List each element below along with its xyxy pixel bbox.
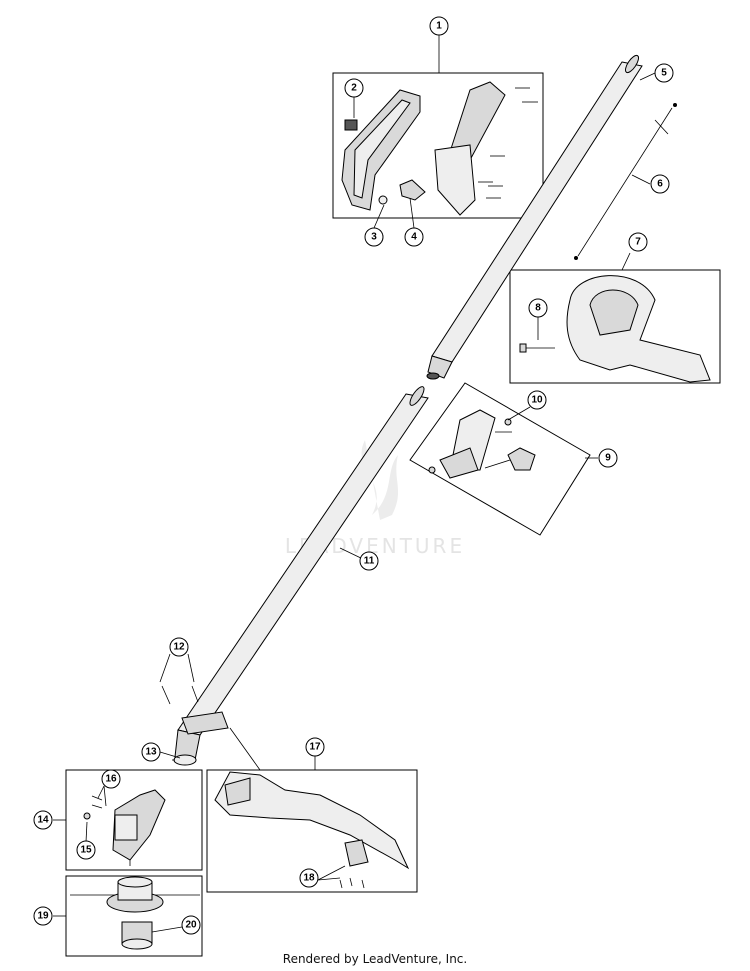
shaft-bracket	[161, 685, 229, 735]
callout-14: 14	[33, 810, 53, 830]
callout-10: 10	[527, 390, 547, 410]
callout-9: 9	[598, 448, 618, 468]
callout-3: 3	[364, 227, 384, 247]
svg-text:19: 19	[37, 911, 49, 922]
svg-text:4: 4	[411, 232, 417, 243]
trimmer-head	[70, 876, 200, 950]
callout-4: 4	[404, 227, 424, 247]
svg-text:16: 16	[105, 774, 117, 785]
callout-5: 5	[654, 63, 674, 83]
callout-6: 6	[650, 174, 670, 194]
handle-assembly	[341, 81, 538, 216]
svg-text:3: 3	[371, 232, 377, 243]
callout-20: 20	[181, 915, 201, 935]
footer-credit: Rendered by LeadVenture, Inc.	[282, 952, 468, 966]
svg-text:6: 6	[657, 179, 663, 190]
callout-12: 12	[169, 637, 189, 657]
svg-text:17: 17	[309, 742, 321, 753]
svg-text:5: 5	[661, 68, 667, 79]
callout-16: 16	[101, 769, 121, 789]
svg-text:7: 7	[635, 237, 641, 248]
svg-text:14: 14	[37, 815, 49, 826]
callout-7: 7	[628, 232, 648, 252]
svg-text:15: 15	[80, 845, 92, 856]
box-assist-handle	[509, 269, 721, 384]
svg-text:1: 1	[436, 21, 442, 32]
svg-text:20: 20	[185, 920, 197, 931]
svg-text:2: 2	[351, 83, 357, 94]
svg-text:13: 13	[145, 747, 157, 758]
svg-text:9: 9	[605, 453, 611, 464]
callout-13: 13	[141, 742, 161, 762]
screws-handle	[478, 87, 538, 199]
callout-2: 2	[344, 78, 364, 98]
svg-text:8: 8	[535, 303, 541, 314]
callout-18: 18	[299, 868, 319, 888]
callout-8: 8	[528, 298, 548, 318]
svg-text:10: 10	[531, 395, 543, 406]
upper-shaft	[426, 54, 643, 380]
callout-15: 15	[76, 840, 96, 860]
box-coupler	[409, 382, 591, 536]
gearhead	[83, 789, 166, 866]
callout-1: 1	[429, 16, 449, 36]
throttle-cable	[574, 103, 677, 260]
callout-11: 11	[359, 551, 379, 571]
guard	[214, 771, 410, 889]
coupler	[428, 409, 536, 479]
box-handle-assembly	[332, 72, 544, 219]
leader-lines	[53, 35, 656, 933]
callout-17: 17	[305, 737, 325, 757]
lower-shaft	[173, 386, 429, 766]
assist-handle	[519, 275, 711, 383]
svg-text:12: 12	[173, 642, 185, 653]
svg-text:18: 18	[303, 873, 315, 884]
callout-19: 19	[33, 906, 53, 926]
box-guard	[206, 769, 418, 893]
svg-text:11: 11	[364, 556, 375, 567]
